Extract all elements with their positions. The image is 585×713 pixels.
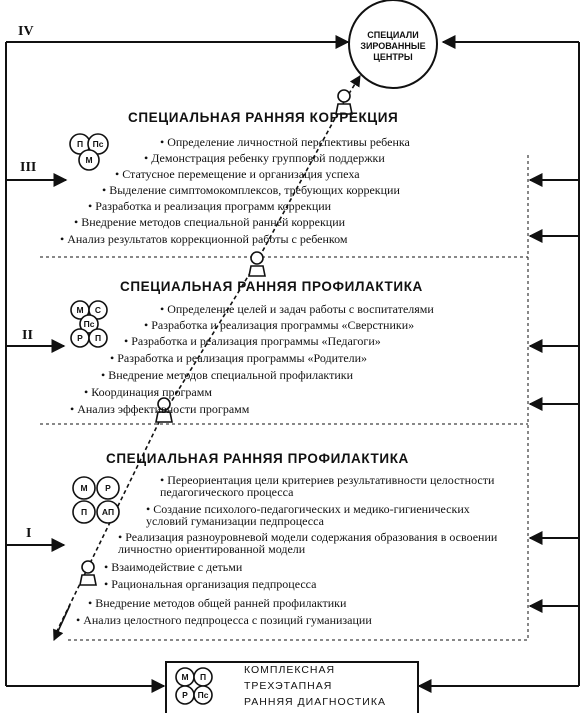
- specialist-r: Р: [77, 333, 83, 343]
- list-item: • Определение целей и задач работы с вос…: [160, 302, 434, 316]
- list-item: • Создание психолого-педагогических и ме…: [146, 502, 470, 528]
- level-iii-label: III: [20, 160, 37, 175]
- list-item: • Статусное перемещение и организация ус…: [115, 167, 360, 181]
- specialist-m: М: [85, 155, 93, 165]
- list-item: • Анализ целостного педпроцесса с позици…: [76, 613, 372, 627]
- centers-line-3: ЦЕНТРЫ: [373, 52, 413, 62]
- list-item: • Разработка и реализация программы «Пед…: [124, 334, 381, 348]
- list-item: • Выделение симптомокомплексов, требующи…: [102, 183, 400, 197]
- section-i-title: СПЕЦИАЛЬНАЯ РАННЯЯ ПРОФИЛАКТИКА: [106, 451, 409, 466]
- specialist-ps: Пс: [92, 139, 104, 149]
- specialist-p: П: [80, 507, 88, 517]
- centers-line-2: ЗИРОВАННЫЕ: [360, 41, 426, 51]
- list-item: • Разработка и реализация программы «Све…: [144, 318, 415, 332]
- list-item: • Координация программ: [84, 385, 212, 399]
- diagnostics-line-2: ТРЕХЭТАПНАЯ: [244, 680, 333, 692]
- section-iii-title: СПЕЦИАЛЬНАЯ РАННЯЯ КОРРЕКЦИЯ: [128, 110, 399, 125]
- diagnostics-specialist-ps: Пс: [197, 690, 209, 700]
- diagnostics-line-3: РАННЯЯ ДИАГНОСТИКА: [244, 696, 386, 708]
- section-ii-title: СПЕЦИАЛЬНАЯ РАННЯЯ ПРОФИЛАКТИКА: [120, 279, 423, 294]
- list-item: • Анализ результатов коррекционной работ…: [60, 232, 348, 246]
- specialist-r: Р: [105, 483, 111, 493]
- diagnostics-line-1: КОМПЛЕКСНАЯ: [244, 664, 336, 676]
- list-item: • Рациональная организация педпроцесса: [104, 577, 317, 591]
- specialist-ap: АП: [101, 507, 115, 517]
- specialist-s: С: [94, 305, 102, 315]
- list-item: • Определение личностной перспективы реб…: [160, 135, 410, 149]
- list-item: • Переориентация цели критериев результа…: [160, 473, 495, 499]
- list-item: • Разработка и реализация программы «Род…: [110, 351, 368, 365]
- specialized-centers-circle: [348, 0, 438, 89]
- level-ii-label: II: [22, 328, 33, 343]
- list-item: • Анализ эффективности программ: [70, 402, 250, 416]
- level-iv-label: IV: [18, 24, 34, 39]
- child-figure-ii: [248, 251, 266, 277]
- diagnostics-specialist-r: Р: [182, 690, 188, 700]
- trajectory-bottom-arrow: [53, 604, 71, 642]
- diagnostics-specialist-m: М: [181, 672, 189, 682]
- list-item: • Внедрение методов специальной профилак…: [101, 368, 354, 382]
- list-item: • Внедрение методов специальной ранней к…: [74, 215, 346, 229]
- list-item: • Взаимодействие с детьми: [104, 560, 243, 574]
- outer-frame: [5, 35, 580, 693]
- list-item: • Внедрение методов общей ранней профила…: [88, 596, 347, 610]
- child-figure-bottom: [79, 560, 97, 586]
- specialist-m: М: [76, 305, 84, 315]
- list-item: • Демонстрация ребенку групповой поддерж…: [144, 151, 385, 165]
- child-figure-i: [155, 397, 173, 423]
- specialists-ii-circles: [70, 300, 108, 348]
- child-figure-top: [335, 89, 353, 115]
- level-i-label: I: [26, 526, 32, 541]
- list-item: • Реализация разноуровневой модели содер…: [118, 530, 498, 556]
- specialist-m: М: [80, 483, 88, 493]
- specialists-i-circles: [72, 476, 120, 524]
- specialist-ps: Пс: [83, 319, 95, 329]
- diagnostics-specialist-p: П: [199, 672, 207, 682]
- trajectory-line: [54, 99, 346, 636]
- specialist-p: П: [76, 139, 84, 149]
- specialists-iii-circles: [69, 133, 109, 171]
- centers-line-1: СПЕЦИАЛИ: [367, 30, 419, 40]
- specialist-p: П: [94, 333, 102, 343]
- diagnostics-circles: [175, 667, 213, 705]
- list-item: • Разработка и реализация программ корре…: [88, 199, 332, 213]
- trajectory-top-arrow: [344, 75, 361, 101]
